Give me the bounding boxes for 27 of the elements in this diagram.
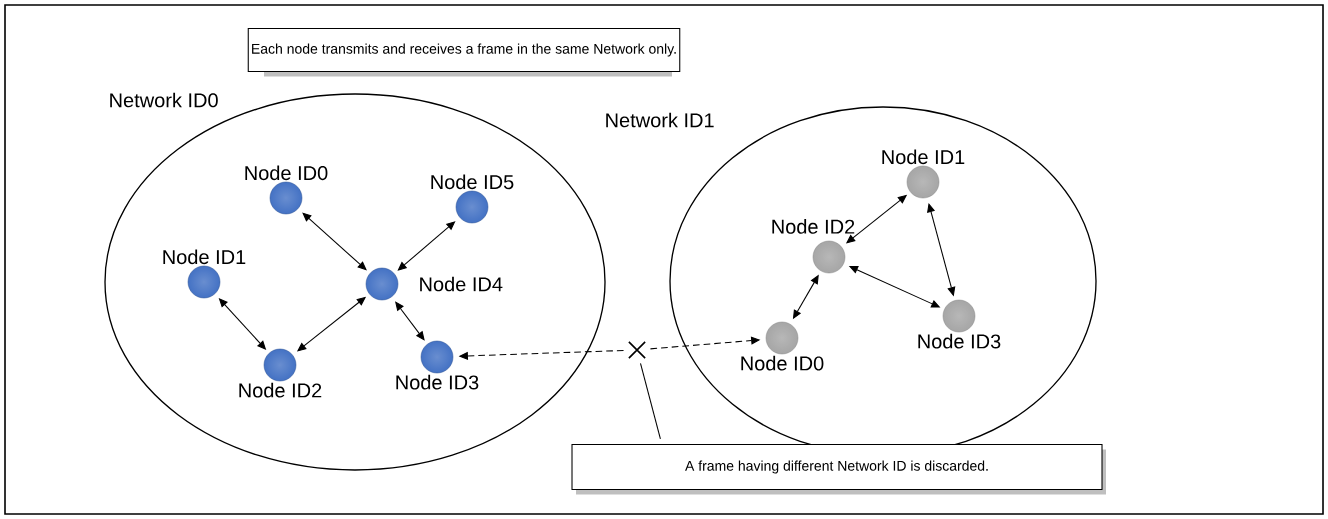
- note-box: A frame having different Network ID is discarded.: [571, 443, 1106, 495]
- network-node: Node ID1: [882, 149, 965, 199]
- arrow: [395, 301, 425, 341]
- arrow: [302, 212, 367, 271]
- network-node: Node ID2: [239, 348, 322, 398]
- leader-line: [639, 362, 661, 440]
- network-node: Node ID2: [772, 219, 855, 274]
- node-label: Node ID3: [396, 374, 479, 390]
- arrow: [397, 221, 456, 271]
- node-label: Node ID3: [918, 333, 1001, 349]
- node-label: Node ID2: [772, 219, 855, 234]
- note-box: Each node transmits and receives a frame in the same Network only.: [247, 27, 681, 77]
- node-label: Node ID0: [741, 355, 824, 371]
- network-node: Node ID3: [396, 340, 479, 390]
- node-label: Node ID5: [431, 174, 514, 190]
- network-node: Node ID5: [431, 174, 514, 224]
- node-label: Node ID4: [420, 276, 503, 292]
- network-node: Node ID1: [163, 249, 246, 299]
- node-label: Node ID0: [245, 165, 328, 181]
- node-label: Node ID2: [239, 382, 322, 398]
- node-label: Node ID1: [163, 249, 246, 265]
- discard-mark: [628, 341, 646, 359]
- network-node: Node ID3: [918, 299, 1001, 349]
- network-node: Node ID0: [245, 165, 328, 215]
- node-label: Node ID1: [882, 149, 965, 165]
- network-node: Node ID0: [741, 321, 824, 371]
- network-node: Node ID4: [365, 267, 503, 301]
